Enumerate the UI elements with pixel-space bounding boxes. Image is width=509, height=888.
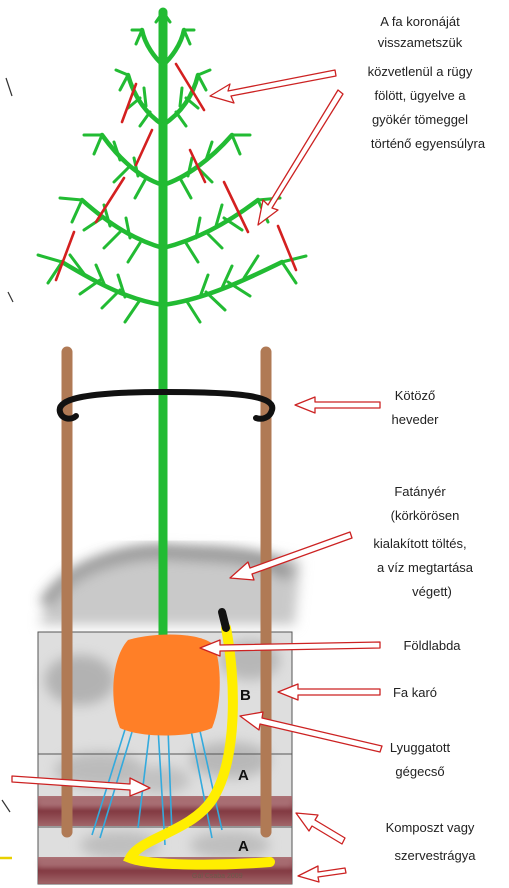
label-compost-1: Komposzt vagy <box>386 820 475 835</box>
labels: A fa koronáját visszametszük közvetlenül… <box>368 14 486 863</box>
label-basin-5: végett) <box>412 584 452 599</box>
label-crown-pruning-6: történő egyensúlyra <box>371 136 486 151</box>
label-strap-1: Kötöző <box>395 388 435 403</box>
arrow-compost-1 <box>296 813 345 844</box>
pruning-cuts <box>56 64 296 280</box>
arrow-compost-2 <box>298 866 346 882</box>
main-branches <box>62 30 282 305</box>
drainage-pipe-cap <box>222 612 226 628</box>
label-basin-4: a víz megtartása <box>377 560 474 575</box>
left-edge-fragments <box>0 78 13 858</box>
label-crown-pruning-1: A fa koronáját <box>380 14 460 29</box>
label-crown-pruning-5: gyökér tömeggel <box>372 112 468 127</box>
arrow-crown-1 <box>210 70 336 103</box>
author-credit: Gál Csaba 2009 <box>192 873 243 880</box>
layer-letter-upper: B <box>240 687 251 704</box>
label-compost-2: szervestrágya <box>395 848 477 863</box>
label-crown-pruning-4: fölött, ügyelve a <box>374 88 466 103</box>
arrow-crown-2 <box>258 90 343 225</box>
layer-letter-middle: A <box>238 767 249 784</box>
compost-layer-upper <box>38 796 292 826</box>
label-crown-pruning-2: visszametszük <box>378 35 463 50</box>
arrow-stake <box>278 684 380 700</box>
label-rootball: Földlabda <box>403 638 461 653</box>
label-basin-2: (körkörösen <box>391 508 460 523</box>
label-pipe-1: Lyuggatott <box>390 740 451 755</box>
label-crown-pruning-3: közvetlenül a rügy <box>368 64 473 79</box>
label-pipe-2: gégecső <box>395 764 444 779</box>
label-basin-1: Fatányér <box>394 484 446 499</box>
label-basin-3: kialakított töltés, <box>373 536 466 551</box>
layer-letter-lower: A <box>238 838 249 855</box>
arrow-strap <box>295 397 380 413</box>
label-strap-2: heveder <box>392 412 440 427</box>
label-stake: Fa karó <box>393 685 437 700</box>
